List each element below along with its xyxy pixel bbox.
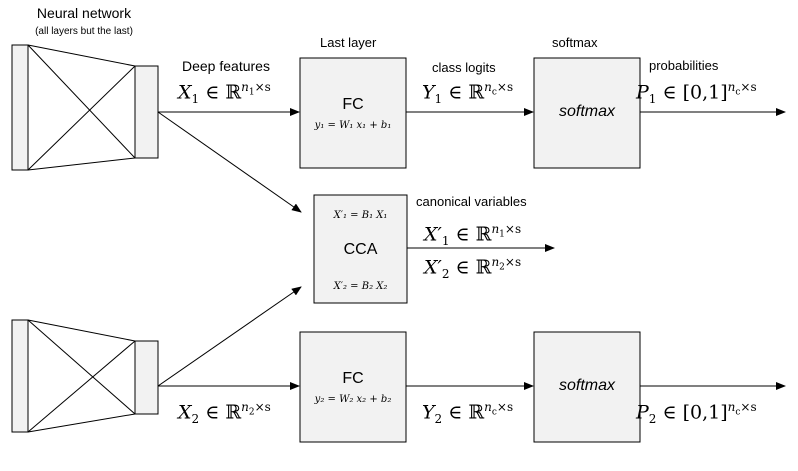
- last-layer-label: Last layer: [320, 35, 377, 50]
- fc-bottom-box: [299, 331, 407, 443]
- canonical-variables-label: canonical variables: [416, 194, 527, 209]
- math-xprime1: X′1 ∈ ℝn1×s: [424, 222, 522, 249]
- fc-top-box: [299, 57, 407, 169]
- cca-box: [313, 194, 408, 304]
- deep-features-label: Deep features: [182, 58, 270, 74]
- fc-top-equation: y₁ = W₁ x₁ + b₁: [314, 120, 392, 131]
- top-neural-network: [11, 44, 159, 171]
- bottom-neural-network: [11, 319, 159, 433]
- softmax-header-label: softmax: [552, 35, 598, 50]
- fc-bottom-equation: y₂ = W₂ x₂ + b₂: [314, 394, 392, 405]
- math-xprime2: X′2 ∈ ℝn2×s: [424, 255, 522, 282]
- probabilities-label: probabilities: [649, 58, 719, 73]
- math-x1: X1 ∈ ℝn1×s: [178, 80, 271, 107]
- math-p1: P1 ∈ [0,1]nc×s: [636, 80, 757, 107]
- softmax-bottom-title: softmax: [558, 377, 615, 394]
- softmax-top-title: softmax: [558, 103, 615, 120]
- cca-eq-top: X′₁ = B₁ X₁: [333, 210, 388, 221]
- softmax-bottom-box: [533, 331, 641, 443]
- arrow-x2-to-cca: [157, 286, 302, 387]
- fc-bottom-title: FC: [342, 370, 364, 387]
- math-p2: P2 ∈ [0,1]nc×s: [636, 400, 757, 427]
- math-x2: X2 ∈ ℝn2×s: [178, 400, 271, 427]
- math-y2: Y2 ∈ ℝnc×s: [422, 400, 514, 427]
- network-subtitle: (all layers but the last): [35, 26, 133, 37]
- cca-eq-bottom: X′₂ = B₂ X₂: [333, 281, 388, 292]
- cca-title: CCA: [343, 241, 378, 258]
- math-y1: Y1 ∈ ℝnc×s: [422, 80, 514, 107]
- fc-top-title: FC: [342, 96, 364, 113]
- arrow-x1-to-cca: [157, 111, 302, 213]
- network-title: Neural network: [36, 5, 132, 21]
- class-logits-label: class logits: [432, 60, 496, 75]
- softmax-top-box: [533, 57, 641, 169]
